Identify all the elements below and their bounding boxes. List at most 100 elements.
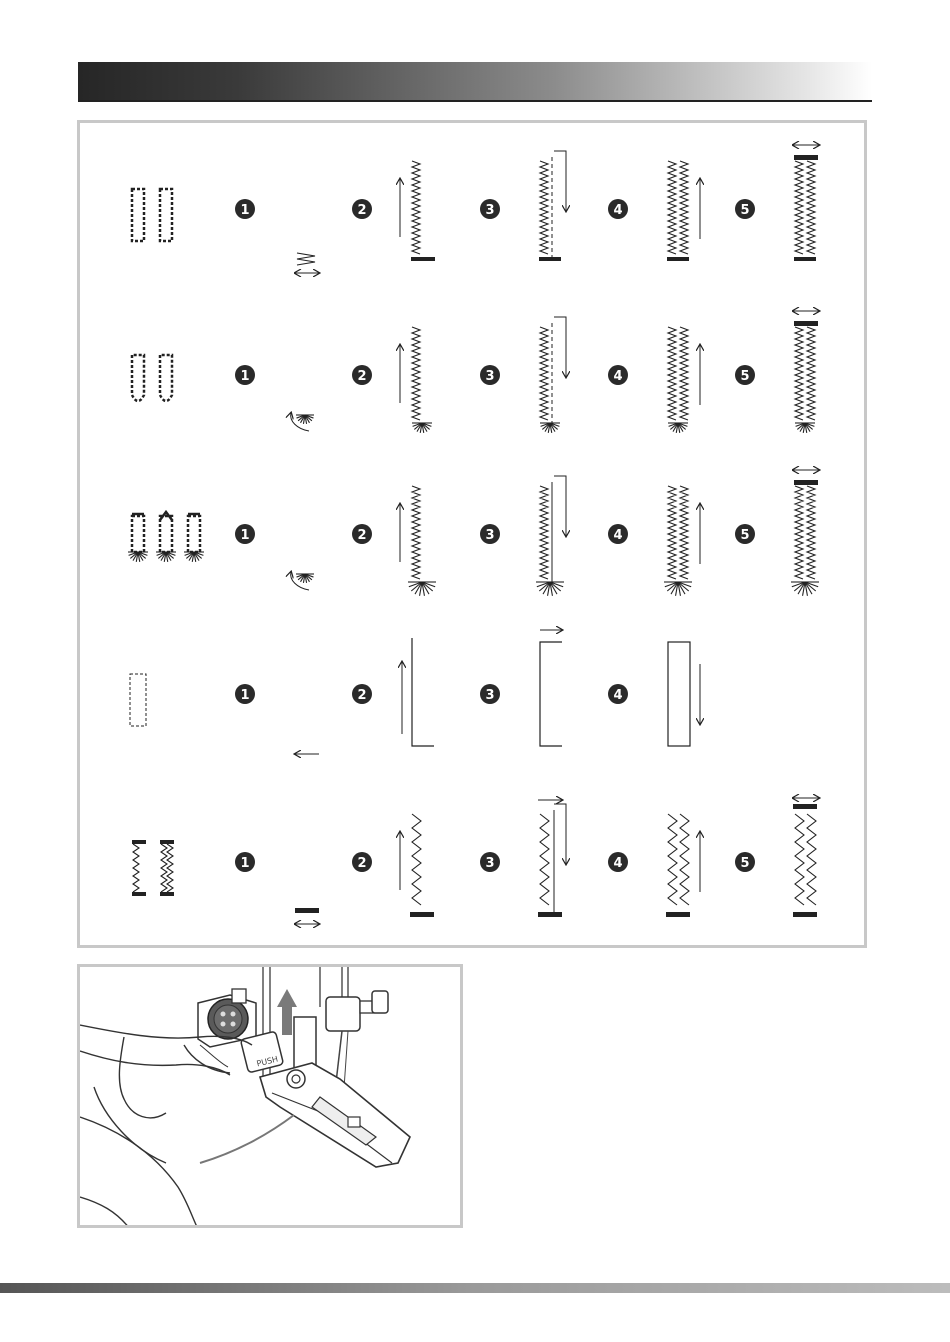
zigzag-stitch — [668, 486, 676, 579]
zigzag-stitch — [540, 327, 548, 420]
zigzag-stitch — [540, 814, 549, 905]
zigzag-stitch — [807, 486, 815, 579]
needle-clamp — [326, 997, 360, 1031]
step-number-badge: 4 — [608, 365, 628, 385]
bartack-bar — [539, 257, 561, 261]
buttonhole-foot-illustration: PUSH — [80, 967, 463, 1228]
buttonhole-row: 1 2 3 4 — [130, 630, 700, 754]
step-number-badge: 5 — [735, 524, 755, 544]
buttonhole-sample-icon — [132, 189, 144, 241]
step-number-label: 5 — [740, 528, 749, 543]
zigzag-stitch — [795, 814, 804, 905]
buttonhole-sample-icon — [160, 355, 172, 401]
zigzag-stitch — [297, 253, 315, 265]
bartack-bar — [667, 257, 689, 261]
bartack-bar — [793, 912, 817, 917]
bartack-bar — [295, 908, 319, 913]
bartack-bar — [666, 912, 690, 917]
step-number-badge: 2 — [352, 852, 372, 872]
buttonhole-steps-diagram: 123451234512345123412345 — [80, 123, 867, 948]
arrow-down-icon — [554, 804, 566, 864]
step-number-label: 5 — [740, 203, 749, 218]
step-number-label: 1 — [240, 856, 249, 871]
step-number-label: 4 — [613, 203, 622, 218]
step-number-label: 4 — [613, 856, 622, 871]
step-number-label: 2 — [357, 369, 366, 384]
basting-sample-icon — [130, 674, 146, 726]
step-number-badge: 3 — [480, 199, 500, 219]
bartack-bar — [794, 480, 818, 485]
zigzag-stitch — [680, 161, 688, 254]
step-number-label: 4 — [613, 369, 622, 384]
step-number-badge: 3 — [480, 684, 500, 704]
step-number-badge: 4 — [608, 524, 628, 544]
zigzag-stitch — [795, 327, 803, 420]
step-number-badge: 5 — [735, 365, 755, 385]
step-number-badge: 2 — [352, 524, 372, 544]
buttonhole-sample-icon — [132, 355, 144, 401]
eyelet-fan-icon — [412, 423, 432, 433]
step-number-label: 1 — [240, 688, 249, 703]
eyelet-fan-icon — [668, 423, 688, 433]
zigzag-stitch — [540, 486, 548, 579]
step-number-badge: 2 — [352, 684, 372, 704]
eyelet-fan-icon — [296, 574, 314, 583]
bartack-bar — [160, 840, 174, 844]
eyelet-fan-icon — [664, 582, 692, 596]
hand-illustration — [80, 1025, 252, 1228]
arrow-down-icon — [554, 317, 566, 377]
zigzag-stitch — [412, 327, 420, 420]
bartack-bar — [411, 257, 435, 261]
header-bar — [78, 62, 872, 100]
bartack-bar — [410, 912, 434, 917]
zigzag-stitch — [807, 327, 815, 420]
zigzag-stitch — [668, 161, 676, 254]
step-number-label: 3 — [485, 856, 494, 871]
eyelet-fan-icon — [536, 582, 564, 596]
buttonhole-row: 12345 — [132, 798, 819, 924]
step-number-label: 2 — [357, 203, 366, 218]
bartack-bar — [794, 155, 818, 160]
step-number-badge: 2 — [352, 199, 372, 219]
arrow-down-icon — [554, 476, 566, 536]
bartack-bar — [132, 840, 146, 844]
straight-stitch-line — [412, 638, 434, 746]
step-number-badge: 3 — [480, 852, 500, 872]
eyelet-fan-icon — [296, 415, 314, 424]
zigzag-stitch — [668, 327, 676, 420]
bartack-bar — [794, 257, 816, 261]
zigzag-stitch — [680, 814, 689, 905]
buttonhole-row: 1 2 3 4 5 — [128, 470, 819, 596]
eyelet-fan-icon — [791, 582, 819, 596]
step-number-badge: 1 — [235, 365, 255, 385]
buttonhole-row: 12345 — [132, 311, 819, 433]
step-number-badge: 1 — [235, 199, 255, 219]
step-number-badge: 3 — [480, 524, 500, 544]
header-rule — [78, 100, 872, 102]
arrow-down-icon — [554, 151, 566, 211]
step-number-badge: 1 — [235, 524, 255, 544]
straight-stitch-rect — [668, 642, 690, 746]
zigzag-stitch — [133, 844, 139, 892]
step-number-badge: 4 — [608, 199, 628, 219]
buttonhole-row: 1 2 3 4 5 — [132, 145, 819, 273]
bartack-bar — [160, 892, 174, 896]
step-number-label: 2 — [357, 528, 366, 543]
eyelet-fan-icon — [184, 552, 204, 562]
step-number-label: 4 — [613, 688, 622, 703]
eyelet-fan-icon — [156, 552, 176, 562]
bartack-bar — [132, 892, 146, 896]
zigzag-stitch — [167, 844, 173, 892]
zigzag-stitch — [540, 161, 548, 254]
zigzag-stitch — [807, 814, 816, 905]
buttonhole-sample-icon — [160, 189, 172, 241]
bartack-bar — [793, 804, 817, 809]
step-number-label: 1 — [240, 203, 249, 218]
zigzag-stitch — [795, 486, 803, 579]
eyelet-fan-icon — [795, 423, 815, 433]
step-number-label: 2 — [357, 856, 366, 871]
zigzag-stitch — [412, 814, 421, 905]
step-number-label: 3 — [485, 203, 494, 218]
step-number-label: 4 — [613, 528, 622, 543]
